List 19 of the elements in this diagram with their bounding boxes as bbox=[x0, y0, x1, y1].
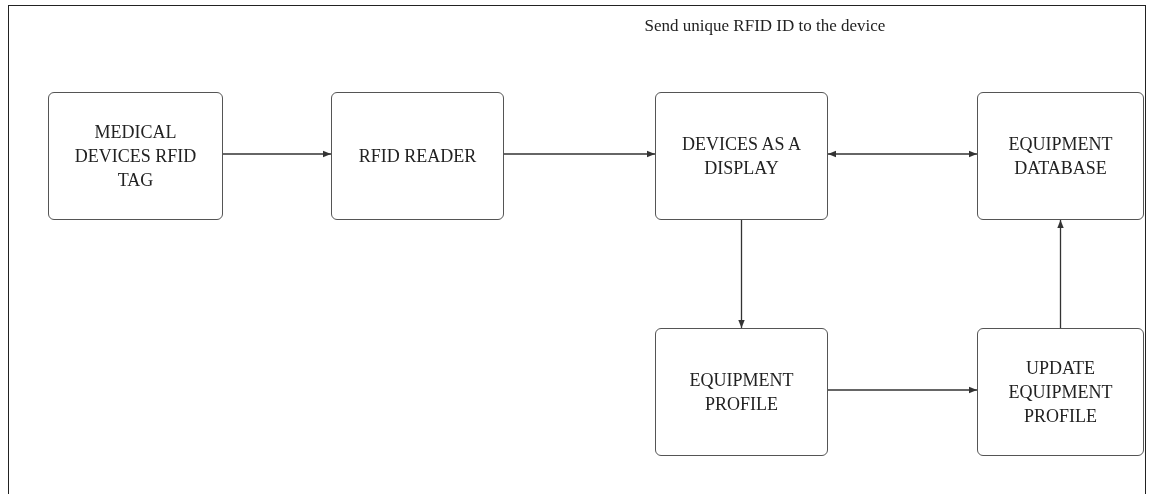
process-box bbox=[48, 92, 223, 220]
process-box bbox=[655, 328, 828, 456]
arrow bbox=[827, 386, 978, 394]
process-box bbox=[977, 92, 1144, 220]
arrow bbox=[1057, 219, 1064, 329]
arrow bbox=[503, 150, 656, 158]
arrow bbox=[827, 150, 978, 158]
process-box bbox=[977, 328, 1144, 456]
box-label: RFID READER bbox=[358, 145, 477, 168]
box-label: MEDICAL DEVICES RFID TAG bbox=[73, 121, 198, 192]
box-label: DEVICES AS A DISPLAY bbox=[681, 133, 802, 180]
note-text: Send unique RFID ID to the device bbox=[643, 15, 887, 37]
box-label: UPDATE EQUIPMENT PROFILE bbox=[1007, 357, 1114, 428]
box-label: EQUIPMENT DATABASE bbox=[1007, 133, 1114, 180]
process-box bbox=[655, 92, 828, 220]
arrow bbox=[738, 219, 745, 329]
box-label: EQUIPMENT PROFILE bbox=[688, 369, 795, 416]
process-box bbox=[331, 92, 504, 220]
arrow bbox=[222, 150, 332, 158]
